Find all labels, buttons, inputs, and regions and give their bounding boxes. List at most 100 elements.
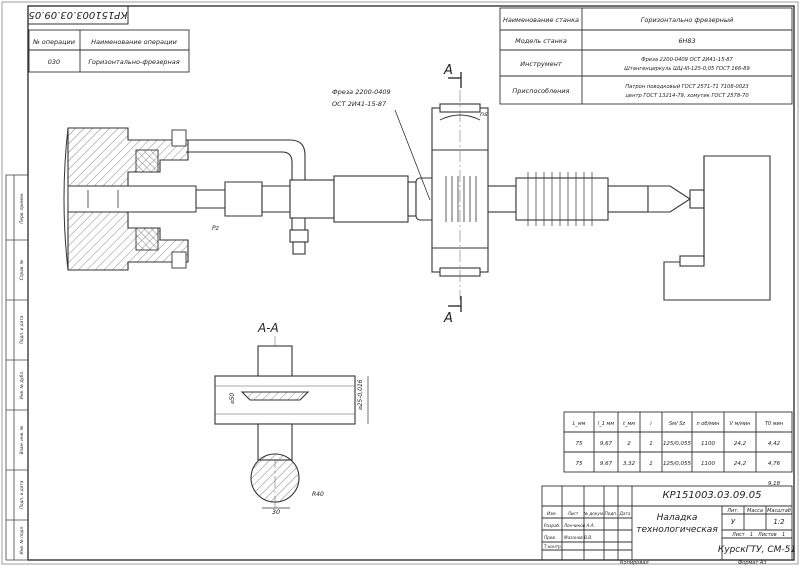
title-role-label: Изм.: [547, 511, 557, 516]
info-label-tool: Инструмент: [520, 60, 562, 68]
title-role-label: Лист: [567, 511, 579, 516]
title-scale-value: 1:2: [773, 518, 785, 526]
cut-table-cell: 1: [649, 441, 653, 447]
side-column-label: Инв. № подл.: [19, 526, 24, 555]
info-label-fixture: Приспособления: [512, 87, 569, 95]
cut-table-cell: 24,2: [734, 461, 747, 467]
title-block-grid: [541, 485, 793, 561]
designation-stamp-box: [27, 5, 129, 25]
rotation-arrow: [439, 114, 481, 121]
footer-format: Формат А3: [738, 560, 766, 566]
op-header-number: № операции: [32, 38, 75, 46]
cut-table-header: L_мм: [573, 421, 586, 427]
side-column-label: Инв. № дубл.: [19, 371, 24, 400]
cutter-teeth: [445, 176, 477, 222]
title-person-role: Т.контр.: [544, 544, 562, 549]
side-column-label: Взам. инв. №: [19, 425, 24, 454]
info-value-fixture-2: центр ГОСТ 13214-79, хомутик ГОСТ 2578-7…: [625, 93, 749, 99]
title-sheet-value: 1: [750, 532, 753, 538]
section-label-bottom: А: [443, 311, 453, 326]
title-person-name: Ленчиков А.А.: [563, 523, 595, 528]
footer-copied: Копировал: [620, 560, 649, 566]
cut-table-header: i: [650, 421, 652, 427]
cut-table-cell: 2: [627, 441, 631, 447]
threaded-section: [527, 172, 593, 226]
cut-table-header: T0 мин: [765, 421, 784, 427]
cut-table-cell: 125/0,055: [663, 441, 692, 447]
pz-label: Pz: [212, 225, 220, 232]
cut-table-cell: 9,67: [600, 461, 613, 467]
cutting-table-grid: [563, 411, 793, 473]
info-value-tool-2: Штангенциркуль ШЦ-III-125-0,05 ГОСТ 166-…: [624, 66, 750, 72]
side-column-label: Справ. №: [19, 259, 24, 280]
cut-table-cell: 1: [649, 461, 653, 467]
title-lit-value: У: [731, 518, 736, 526]
callout-line-2: ОСТ 2И41-15-87: [332, 100, 387, 108]
op-name: Горизонтально-фрезерная: [88, 58, 179, 66]
title-line-1: Наладка: [657, 513, 698, 523]
info-value-machine: Горизонтально фрезерный: [641, 16, 734, 24]
title-person-role: Разраб.: [544, 523, 560, 528]
info-label-machine: Наименование станка: [503, 16, 579, 24]
title-block-roles: Изм. Лист № докум.Подп.Дата: [547, 511, 631, 516]
cut-table-cell: 1100: [701, 461, 715, 467]
dim-d2: ⌀25-0,016: [357, 379, 364, 410]
callout-leader: [394, 109, 431, 201]
callout-line-1: Фреза 2200-0409: [332, 88, 391, 96]
section-shaft: [214, 345, 356, 503]
dim-r1: R40: [312, 491, 324, 498]
dim-d1: ⌀50: [229, 393, 236, 404]
info-value-tool-1: Фреза 2200-0409 ОСТ 2И41-15-87: [641, 57, 733, 63]
cut-table-cell: 75: [576, 461, 583, 467]
cut-table-header: t_мм: [623, 421, 635, 427]
title-mass-label: Масса: [747, 508, 763, 514]
cut-table-cell: 9,67: [600, 441, 613, 447]
left-center: [195, 181, 291, 217]
side-column-label: Подп. и дата: [19, 315, 24, 344]
info-table: [499, 7, 793, 105]
title-org: КурскГТУ, СМ-51: [718, 545, 796, 555]
driver-arm: [186, 139, 309, 255]
title-scale-label: Масштаб: [767, 508, 791, 514]
cut-table-header: n об/мин: [697, 421, 721, 427]
info-value-model: 6Н83: [678, 37, 695, 45]
info-label-model: Модель станка: [515, 37, 567, 45]
title-lit-label: Лит.: [726, 508, 739, 514]
cut-table-cell: 4,42: [768, 441, 781, 447]
cut-table-cell: 9,18: [768, 481, 781, 487]
cut-table-header: l_1 мм: [598, 421, 614, 427]
cut-table-cell: 75: [576, 441, 583, 447]
cut-table-cell: 4,76: [768, 461, 781, 467]
title-sheets-label: Листов: [757, 532, 777, 538]
side-column-label: Перв. примен.: [19, 192, 24, 223]
title-code: КР151003.03.09.05: [662, 490, 761, 501]
info-value-fixture-1: Патрон поводковый ГОСТ 2571-71 7108-0023: [625, 84, 748, 90]
headstock: [63, 127, 197, 271]
cut-table-cell: 125/0,055: [663, 461, 692, 467]
title-line-2: технологическая: [636, 525, 718, 535]
section-title: А-А: [257, 321, 279, 335]
title-sheets-value: 1: [782, 532, 785, 538]
title-person-name: Мазанов В.В.: [564, 535, 592, 540]
cut-table-header: Sм/ Sz: [669, 421, 685, 427]
op-number: 030: [48, 58, 60, 66]
operation-table: [28, 29, 190, 73]
title-role-label: Дата: [619, 511, 631, 516]
title-role-label: Подп.: [605, 511, 618, 516]
op-header-name: Наименование операции: [91, 38, 177, 46]
cut-table-cell: 1100: [701, 441, 715, 447]
title-block-people: Разраб.Ленчиков А.А. Пров. Мазанов В.В.Т.к…: [544, 523, 595, 549]
ns-label: ns: [480, 110, 488, 118]
cut-table-cell: 3,32: [623, 461, 636, 467]
dim-d3: 30: [272, 508, 280, 516]
side-column-label: Подп. и дата: [19, 480, 24, 509]
title-role-label: № докум.: [583, 511, 605, 516]
designation-stamp: КР151003.03.09.05: [28, 9, 127, 20]
side-column: [5, 174, 29, 561]
title-person-role: Пров.: [544, 535, 556, 540]
section-markers: [448, 72, 462, 312]
